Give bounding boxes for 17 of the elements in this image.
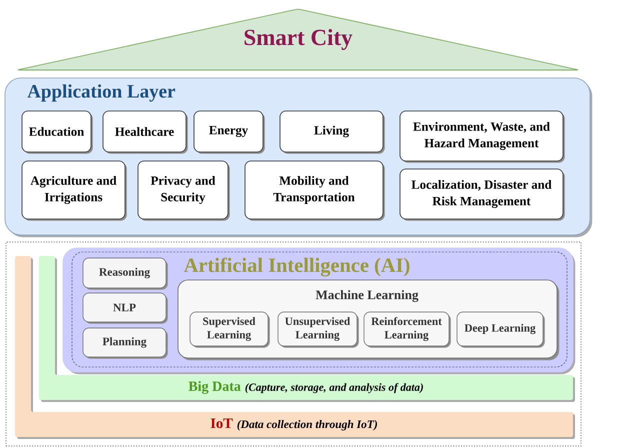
- rounded-box: Privacy and Security: [138, 160, 230, 221]
- rounded-box: Education: [22, 110, 93, 154]
- rounded-box: Localization, Disaster and Risk Management: [400, 168, 565, 221]
- rounded-box: NLP: [82, 292, 168, 324]
- rounded-box: Supervised Learning: [190, 312, 270, 348]
- rounded-box: Unsupervised Learning: [278, 312, 359, 348]
- roof-triangle: Smart City: [18, 8, 578, 70]
- rounded-box: Agriculture and Irrigations: [22, 160, 127, 221]
- rounded-box: Reinforcement Learning: [364, 312, 451, 348]
- rounded-box: Deep Learning: [456, 312, 545, 348]
- rounded-box: Healthcare: [102, 110, 188, 154]
- rounded-box: Reasoning: [82, 258, 168, 290]
- rounded-box: Environment, Waste, and Hazard Management: [400, 110, 565, 163]
- rounded-box: Planning: [82, 328, 168, 359]
- rounded-box: Energy: [194, 110, 265, 154]
- rounded-box: Mobility and Transportation: [244, 160, 385, 221]
- rounded-box: Living: [280, 110, 385, 154]
